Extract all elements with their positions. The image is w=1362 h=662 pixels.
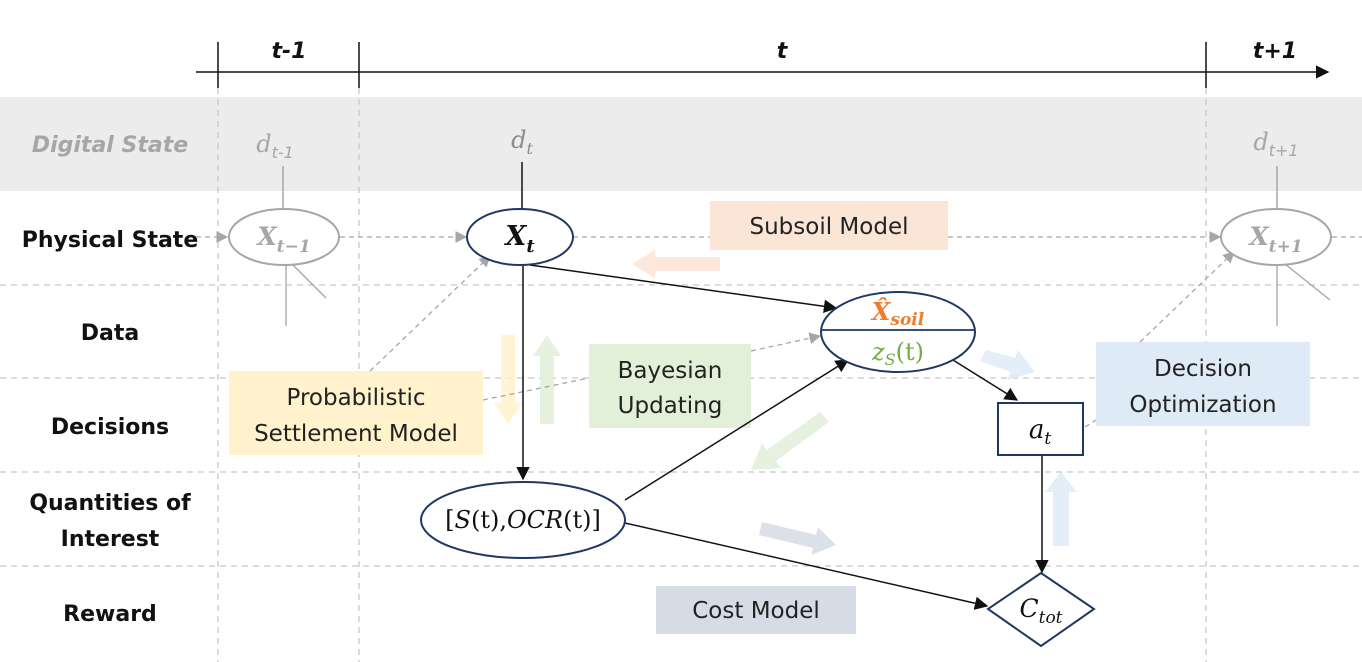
digital-next-sub: t+1 — [1269, 141, 1299, 160]
physical-prev-label: Xt−1 — [255, 222, 310, 257]
digital-prev-base: d — [256, 130, 271, 158]
reward-node-label: Ctot — [1019, 594, 1062, 628]
decision-label-line1: Decision — [1154, 356, 1252, 382]
cost-model-box — [656, 586, 856, 634]
qoi-close: ] — [591, 506, 600, 534]
edges — [516, 162, 1049, 610]
data-soil-base: X̂ — [870, 297, 892, 326]
bayesian-diagonal-block-arrow — [751, 412, 829, 470]
probabilistic-model-label-line1: Probabilistic — [287, 385, 426, 411]
digital-curr-sub: t — [526, 139, 533, 158]
data-node-zs-label: zS(t) — [871, 338, 924, 369]
row-label-reward: Reward — [63, 602, 157, 627]
qoi-s-arg: (t), — [471, 506, 507, 534]
qoi-ocr-arg: (t) — [563, 506, 591, 534]
digital-curr-base: d — [511, 126, 526, 154]
decision-diagonal-block-arrow — [980, 350, 1035, 380]
action-base: a — [1029, 415, 1045, 445]
data-node-soil-label: X̂soil — [870, 297, 925, 330]
data-soil-sub: soil — [889, 310, 924, 330]
probabilistic-model-label-line2: Settlement Model — [254, 421, 458, 447]
physical-node-current — [466, 208, 574, 266]
reward-sub: tot — [1039, 608, 1063, 628]
grey-edges — [196, 166, 1362, 428]
qoi-node — [420, 481, 626, 559]
physical-next-label: Xt+1 — [1247, 222, 1302, 257]
physical-next-base: X — [1247, 222, 1270, 251]
data-node — [820, 291, 976, 373]
physical-prev-base: X — [255, 222, 278, 251]
probabilistic-block-arrow — [494, 335, 522, 424]
physical-node-prev — [228, 208, 340, 266]
physical-curr-sub: t — [526, 236, 535, 257]
cost-model-label: Cost Model — [692, 598, 820, 624]
decision-label-line2: Optimization — [1129, 392, 1276, 418]
row-label-decisions: Decisions — [51, 415, 169, 440]
block-arrows — [494, 250, 1077, 555]
row-label-qoi-line2: Interest — [61, 527, 160, 552]
qoi-s: S — [455, 506, 471, 534]
physical-prev-sub: t−1 — [277, 237, 311, 257]
physical-current-label: Xt — [503, 221, 535, 257]
row-label-data: Data — [81, 321, 139, 346]
bayesian-block-arrow — [533, 335, 561, 424]
time-label-next: t+1 — [1253, 39, 1297, 64]
cost-block-arrow — [759, 522, 836, 555]
decision-up-block-arrow — [1045, 472, 1077, 546]
digital-state-band — [0, 97, 1362, 191]
subsoil-block-arrow — [632, 250, 720, 278]
digital-node-prev: dt-1 — [256, 130, 294, 162]
reward-base: C — [1019, 594, 1038, 623]
digital-prev-sub: t-1 — [272, 143, 294, 162]
reward-node — [986, 571, 1096, 648]
qoi-ocr: OCR — [507, 506, 563, 534]
row-label-digital-state: Digital State — [32, 133, 188, 158]
row-label-physical-state: Physical State — [22, 228, 199, 253]
decision-optimization-box — [1096, 342, 1310, 426]
data-zs-arg: (t) — [896, 338, 924, 366]
bayesian-label-line1: Bayesian — [618, 358, 723, 384]
action-sub: t — [1044, 429, 1051, 449]
physical-node-next — [1220, 208, 1332, 266]
time-label-prev: t-1 — [272, 39, 307, 64]
data-zs-base: z — [871, 338, 885, 366]
probabilistic-settlement-model-box — [229, 371, 483, 455]
action-node — [997, 402, 1084, 456]
subsoil-model-label: Subsoil Model — [750, 214, 909, 240]
qoi-open: [ — [445, 506, 454, 534]
time-label-current: t — [777, 39, 789, 64]
bayesian-updating-box — [589, 344, 751, 428]
row-label-qoi-line1: Quantities of — [29, 491, 191, 516]
bayesian-label-line2: Updating — [618, 393, 723, 419]
qoi-node-label: [S(t),OCR(t)] — [445, 506, 601, 534]
subsoil-model-box — [710, 201, 948, 250]
timeline-axis — [196, 42, 1330, 88]
physical-curr-base: X — [503, 221, 527, 252]
physical-next-sub: t+1 — [1269, 237, 1303, 257]
data-zs-sub: S — [885, 350, 896, 369]
action-node-label: at — [1029, 415, 1052, 449]
digital-node-current: dt — [511, 126, 533, 158]
digital-next-base: d — [1253, 128, 1268, 156]
digital-node-next: dt+1 — [1253, 128, 1298, 160]
